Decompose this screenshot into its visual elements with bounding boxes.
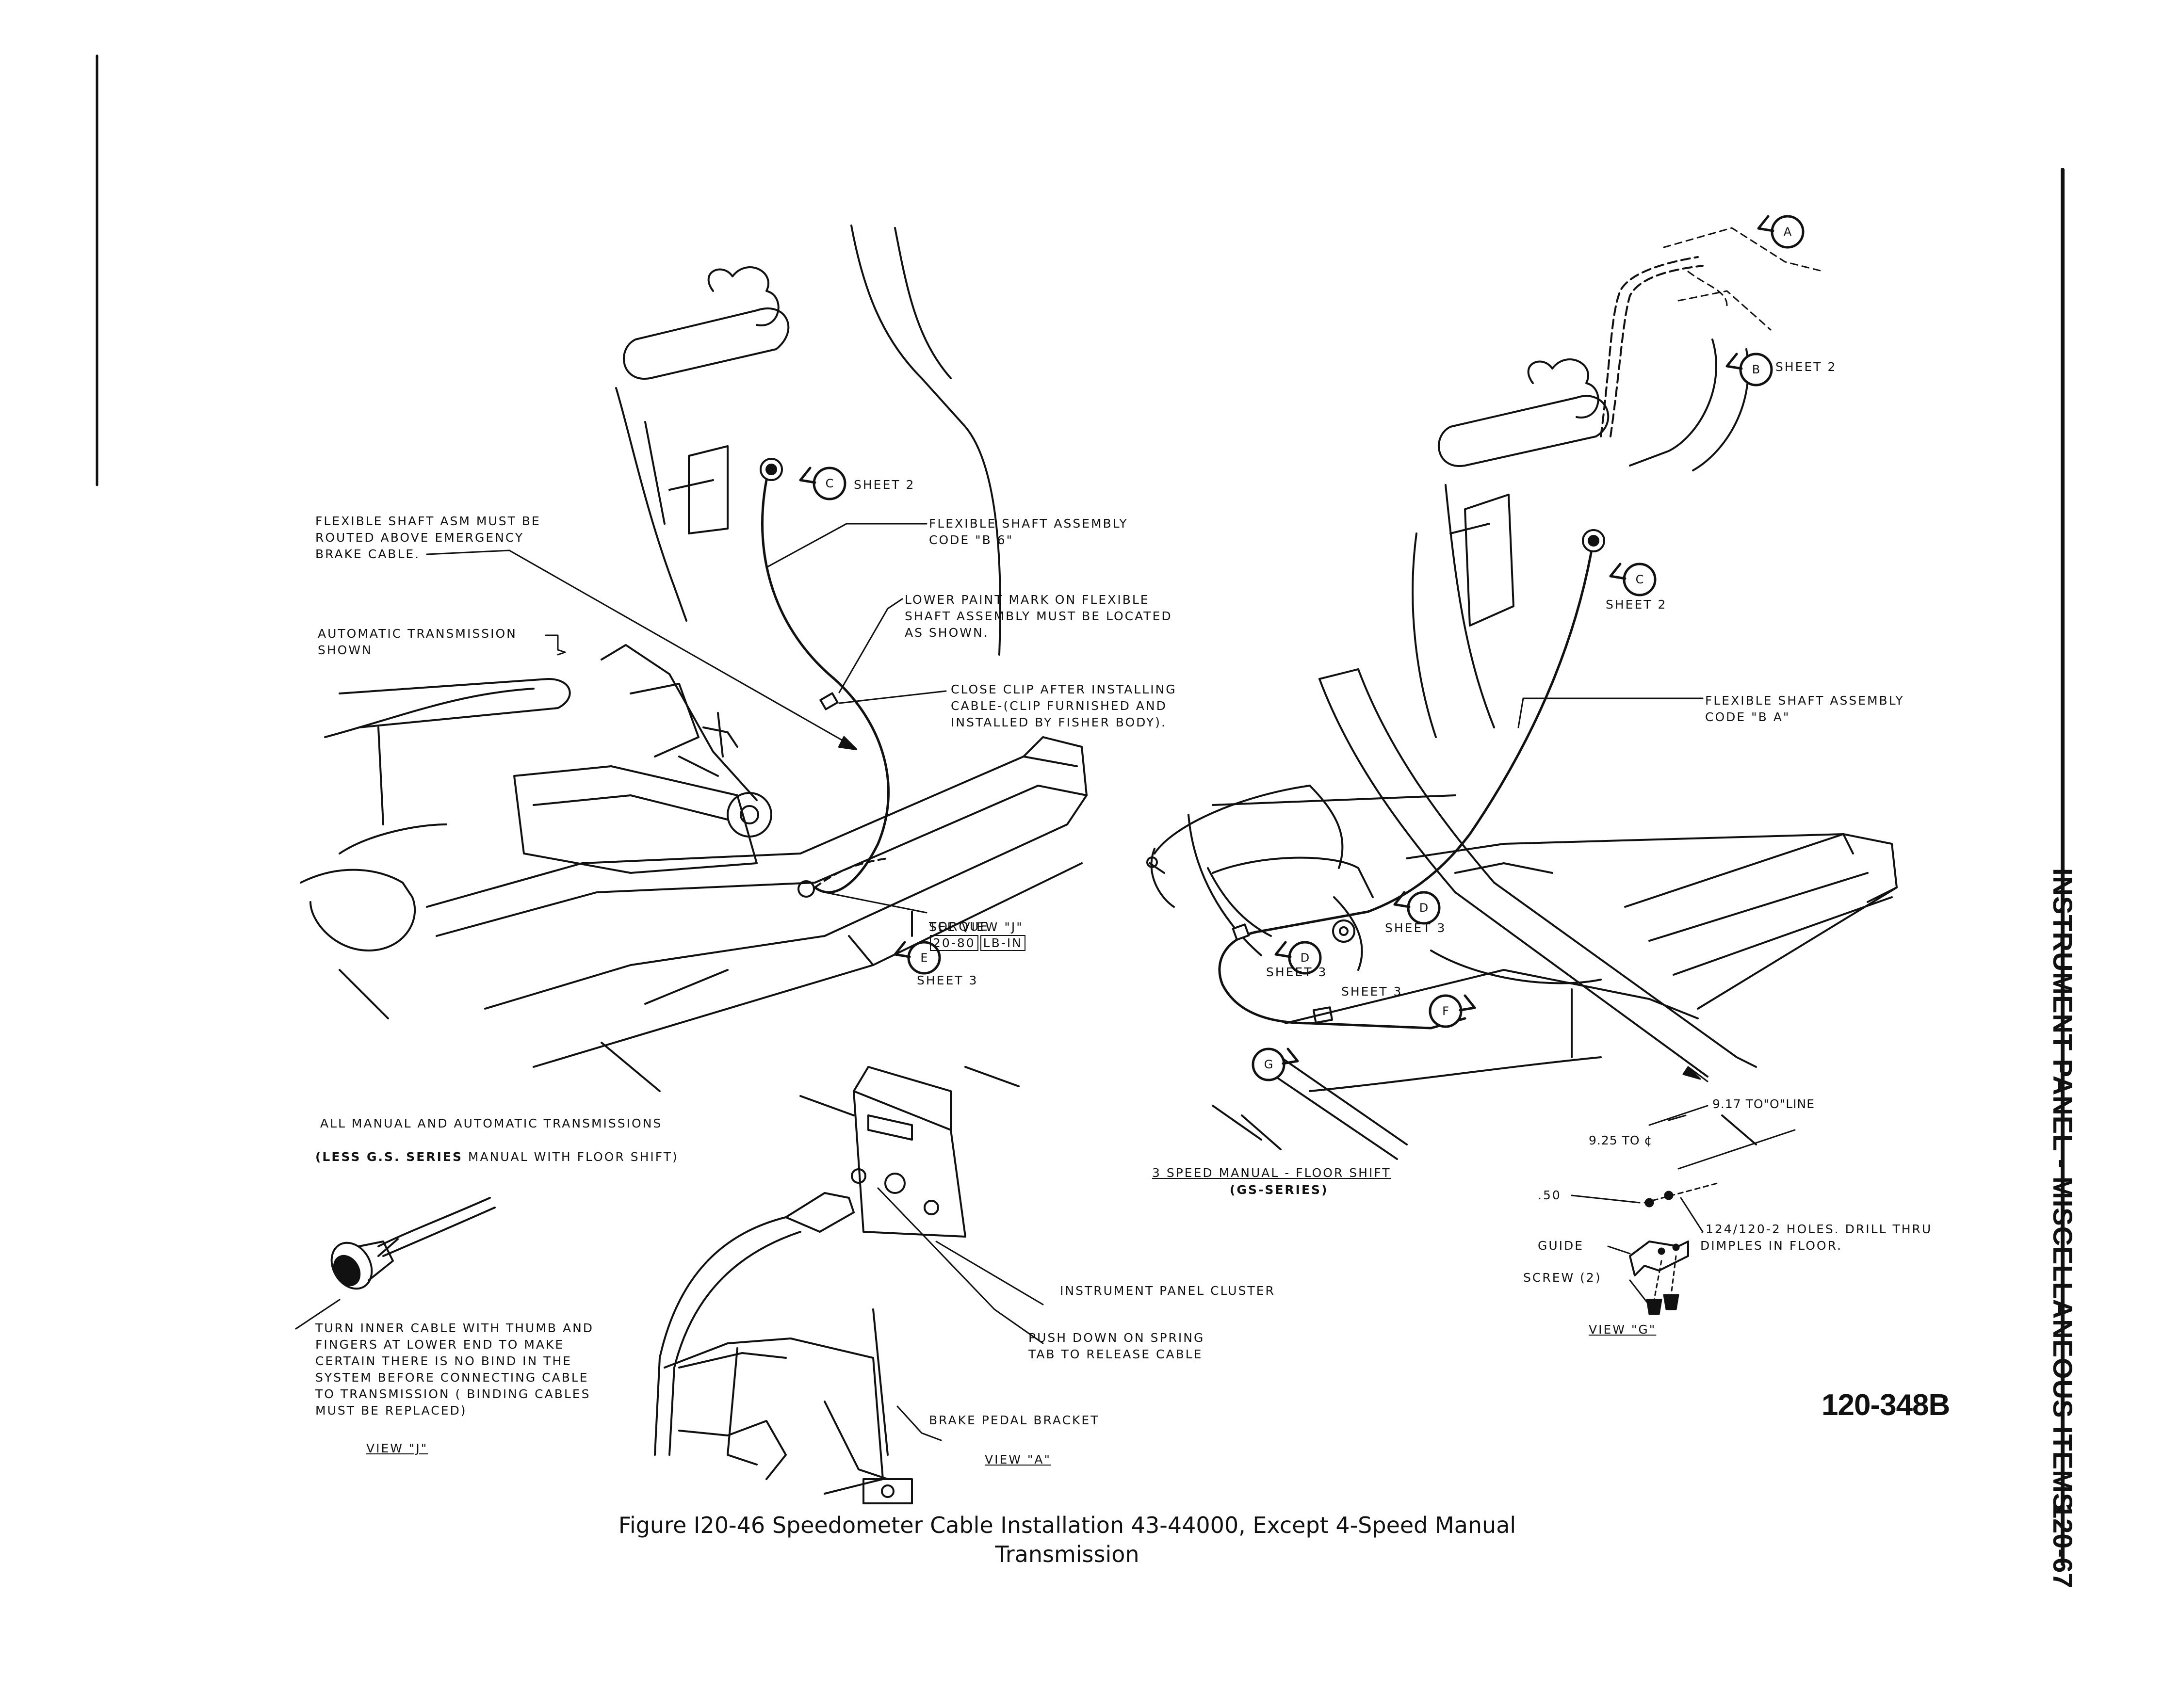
note-holes: .124/120-2 HOLES. DRILL THRU DIMPLES IN …	[1700, 1222, 1933, 1253]
callout-b: B	[1752, 363, 1760, 376]
left-leader-lines	[426, 523, 947, 914]
callout-arrows	[799, 215, 1805, 1081]
view-j-title: VIEW "J"	[366, 1441, 428, 1455]
caption-line-2: Transmission	[995, 1541, 1139, 1567]
figure-code: 120-348B	[1822, 1388, 1950, 1422]
note-routing: FLEXIBLE SHAFT ASM MUST BE ROUTED ABOVE …	[315, 514, 541, 561]
note-paint-mark: LOWER PAINT MARK ON FLEXIBLE SHAFT ASSEM…	[905, 593, 1172, 640]
view-a-drawing	[654, 1066, 1044, 1504]
label-sheet2-b: SHEET 2	[1775, 360, 1837, 374]
label-screw: SCREW (2)	[1523, 1271, 1602, 1285]
left-vehicle-drawing	[300, 225, 1088, 1092]
caption-line-1: Figure I20-46 Speedometer Cable Installa…	[618, 1512, 1516, 1538]
label-flexible-shaft-right: FLEXIBLE SHAFT ASSEMBLY CODE "B A"	[1705, 693, 1904, 724]
torque-label: TORQUE	[929, 919, 990, 934]
applies-line1: ALL MANUAL AND AUTOMATIC TRANSMISSIONS	[320, 1116, 663, 1130]
label-sheet3-f: SHEET 3	[1341, 984, 1403, 999]
callout-c-left: C	[825, 477, 834, 490]
applies-line2: (LESS G.S. SERIES MANUAL WITH FLOOR SHIF…	[315, 1132, 679, 1165]
label-sheet3-d-lower: SHEET 3	[1266, 965, 1328, 979]
page-number: 120-67	[2048, 1503, 2078, 1588]
dim-9-25: 9.25 TO ¢	[1589, 1133, 1653, 1147]
callout-g: G	[1264, 1058, 1273, 1071]
right-view-subtitle: (GS-SERIES)	[1230, 1183, 1329, 1197]
dim-9-17: 9.17 TO"O"LINE	[1712, 1097, 1815, 1111]
callout-c-right: C	[1635, 573, 1644, 586]
label-sheet3-d-upper: SHEET 3	[1385, 921, 1447, 935]
label-instrument-panel-cluster: INSTRUMENT PANEL CLUSTER	[1060, 1284, 1275, 1298]
note-automatic-transmission: AUTOMATIC TRANSMISSION SHOWN	[318, 627, 517, 657]
label-sheet2-c: SHEET 2	[1606, 597, 1667, 612]
callout-e: E	[920, 951, 928, 965]
section-title: INSTRUMENT PANEL - MISCELLANEOUS ITEMS	[2048, 868, 2078, 1512]
torque-value: 20-80	[930, 935, 978, 951]
label-sheet3-left: SHEET 3	[917, 973, 978, 987]
right-vehicle-drawing	[1146, 227, 1898, 1160]
view-j-note: TURN INNER CABLE WITH THUMB AND FINGERS …	[315, 1321, 594, 1418]
note-close-clip: CLOSE CLIP AFTER INSTALLING CABLE-(CLIP …	[951, 682, 1177, 729]
note-push-down: PUSH DOWN ON SPRING TAB TO RELEASE CABLE	[1028, 1331, 1205, 1361]
view-j-drawing	[295, 1197, 496, 1330]
label-guide: GUIDE	[1538, 1239, 1584, 1253]
callout-a: A	[1783, 225, 1792, 239]
dim-50: .50	[1538, 1188, 1562, 1202]
torque-unit: LB-IN	[980, 935, 1025, 951]
figure-caption: Figure I20-46 Speedometer Cable Installa…	[534, 1511, 1601, 1569]
view-g-drawing	[1571, 1066, 1796, 1315]
view-g-title: VIEW "G"	[1589, 1322, 1657, 1337]
applies-rest: MANUAL WITH FLOOR SHIFT)	[462, 1150, 679, 1164]
callout-f: F	[1442, 1004, 1449, 1018]
label-sheet2-left: SHEET 2	[854, 478, 915, 492]
right-view-title: 3 SPEED MANUAL - FLOOR SHIFT	[1152, 1166, 1391, 1180]
label-flexible-shaft-left: FLEXIBLE SHAFT ASSEMBLY CODE "B 6"	[929, 516, 1128, 547]
view-a-title: VIEW "A"	[985, 1452, 1052, 1466]
see-view-j: SEE VIEW "J"	[929, 920, 1024, 934]
applies-gs-series: (LESS G.S. SERIES	[315, 1150, 463, 1164]
label-brake-pedal-bracket: BRAKE PEDAL BRACKET	[929, 1413, 1100, 1427]
callout-d-lower: D	[1300, 951, 1310, 965]
callout-d-upper: D	[1419, 901, 1429, 915]
